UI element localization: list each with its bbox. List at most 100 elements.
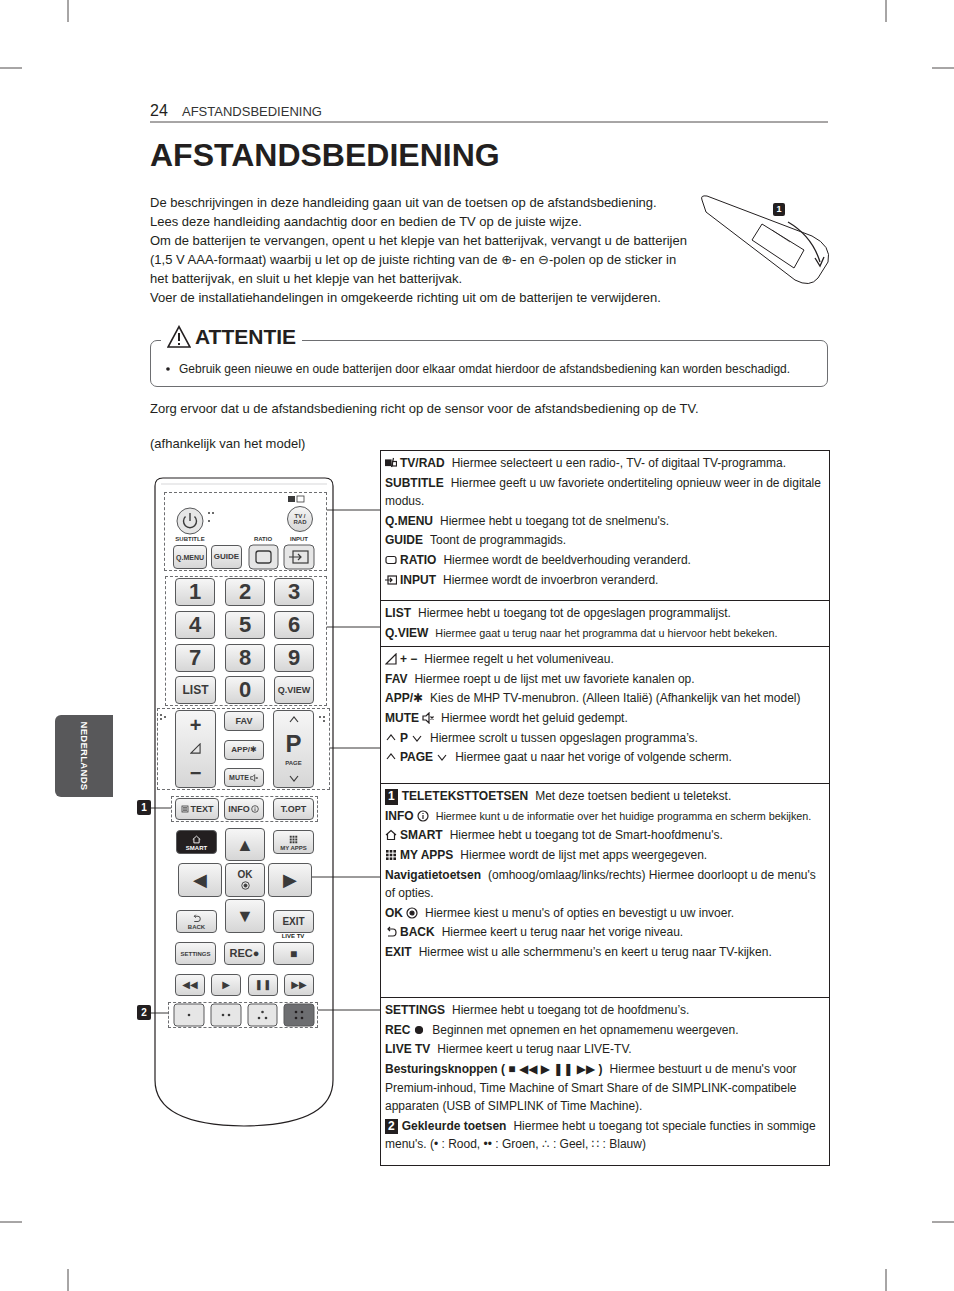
key-name: EXIT — [385, 945, 412, 959]
key-description: Toont de programmagids. — [430, 533, 566, 547]
button-label: TEXT — [190, 805, 213, 814]
key-description: Hiermee keert u terug naar het vorige ni… — [442, 925, 683, 939]
button-label: OK — [238, 870, 253, 880]
table-row: INPUTHiermee wordt de invoerbron verande… — [385, 571, 825, 590]
language-tab: NEDERLANDS — [55, 715, 113, 797]
key-name: SMART — [400, 828, 443, 842]
caution-title: ATTENTIE — [195, 324, 296, 349]
remote-button: 1 — [175, 578, 215, 606]
description-table: 1TELETEKSTTOETSENMet deze toetsen bedien… — [380, 783, 830, 998]
icon — [417, 810, 429, 822]
description-table: SETTINGSHiermee hebt u toegang tot de ho… — [380, 997, 830, 1166]
remote-button: ▶▶ — [284, 974, 314, 996]
button-caption: INPUT — [290, 536, 308, 542]
table-row: LIST Hiermee hebt u toegang tot de opgesl… — [385, 604, 825, 623]
remote-button: SETTINGS — [175, 942, 216, 965]
button-label: 6 — [288, 614, 300, 636]
table-row: MY APPSHiermee wordt de lijst met apps w… — [385, 846, 825, 865]
callout-text: 1 — [776, 205, 781, 214]
button-caption: RATIO — [254, 536, 272, 542]
remote-button: Q.VIEW — [274, 676, 314, 704]
page-label: 24 — [150, 101, 168, 120]
button-label: ▶ — [222, 980, 230, 990]
key-name: P — [400, 731, 408, 745]
key-description: Hiermee hebt u toegang tot de Smart-hoof… — [450, 828, 723, 842]
button-label: 7 — [189, 647, 201, 669]
key-description: Hiermee wordt de beeldverhouding verande… — [443, 553, 690, 567]
table-row: + −Hiermee regelt u het volumeniveau. — [385, 650, 825, 669]
caution-body: Gebruik geen nieuwe en oude batterijen d… — [163, 362, 790, 376]
key-description: Hiermee wordt het geluid gedempt. — [441, 711, 628, 725]
button-label: − — [190, 763, 202, 783]
key-name: TELETEKSTTOETSEN — [402, 789, 528, 803]
button-group: 123456789LIST0Q.VIEW — [165, 576, 327, 706]
remote-body — [155, 478, 333, 1126]
key-description: Hiermee wordt de invoerbron veranderd. — [443, 573, 658, 587]
intro-text: De beschrijvingen in deze handleiding ga… — [150, 193, 695, 307]
intro-paragraph: De beschrijvingen in deze handleiding ga… — [150, 193, 695, 212]
remote-button: BACK — [176, 910, 217, 933]
remote-button: PPAGE — [273, 710, 314, 788]
key-name: SUBTITLE — [385, 476, 444, 490]
button-label: SMART — [186, 845, 207, 851]
key-name: + − — [400, 652, 417, 666]
input-button — [284, 545, 314, 569]
key-description: Hiermee selecteert u een radio-, TV- of … — [452, 456, 786, 470]
icon — [436, 751, 448, 763]
description-table: + −Hiermee regelt u het volumeniveau.FAV… — [380, 646, 830, 784]
button-label: BACK — [188, 924, 205, 930]
key-name: RATIO — [400, 553, 436, 567]
key-description: Hiermee roept u de lijst met uw favoriet… — [414, 672, 694, 686]
icon — [250, 774, 258, 782]
table-row: EXIT Hiermee wist u alle schermmenu’s en … — [385, 943, 825, 962]
remote-button: ▶ — [211, 974, 241, 996]
remote-button: ◀◀ — [175, 974, 205, 996]
key-name: BACK — [400, 925, 435, 939]
callout-text: 1 — [141, 803, 147, 813]
icon — [163, 364, 173, 374]
button-label: 3 — [288, 581, 300, 603]
remote-button: ■ — [273, 942, 314, 965]
key-description: Hiermee hebt u toegang tot de opgeslagen… — [418, 606, 731, 620]
ratio-button — [249, 545, 278, 569]
key-description: Hiermee kiest u menu's of opties en beve… — [425, 906, 734, 920]
key-name: Besturingsknoppen ( ■ ◀◀ ▶ ❚❚ ▶▶ ) — [385, 1062, 603, 1076]
remote-button: ◀ — [178, 863, 222, 897]
leader-line — [327, 627, 380, 628]
intro-paragraph: Lees deze handleiding aandachtig door en… — [150, 212, 695, 231]
button-group: TV / RADQ.MENUGUIDESUBTITLERATIOINPUT — [164, 492, 327, 571]
key-description: Hiermee wordt de lijst met apps weergege… — [460, 848, 707, 862]
button-group: TEXTINFOT.OPT — [171, 796, 318, 822]
key-description: Hiermee wist u alle schermmenu’s en keer… — [419, 945, 772, 959]
remote-button: EXIT — [273, 910, 314, 933]
page-title: AFSTANDSBEDIENING — [150, 136, 500, 174]
icon — [241, 881, 250, 890]
icon — [413, 1024, 425, 1036]
icon — [288, 772, 300, 784]
key-name: TV/RAD — [400, 456, 445, 470]
key-name: Q.MENU — [385, 514, 433, 528]
icon — [192, 914, 201, 923]
remote-button: 8 — [225, 644, 265, 672]
callout-number: 1 — [137, 800, 151, 815]
table-row: FAVHiermee roept u de lijst met uw favor… — [385, 670, 825, 689]
table-row: GUIDEToont de programmagids. — [385, 531, 825, 550]
key-name: SETTINGS — [385, 1003, 445, 1017]
button-label: 1 — [189, 581, 201, 603]
icon — [167, 325, 191, 349]
table-row: SETTINGSHiermee hebt u toegang tot de ho… — [385, 1001, 825, 1020]
key-name: LIST — [385, 606, 411, 620]
remote-button: 6 — [274, 611, 314, 639]
remote-button: OK — [225, 863, 265, 897]
remote-button: 5 — [225, 611, 265, 639]
remote-button: REC● — [224, 942, 265, 965]
icon — [288, 714, 300, 726]
table-row: OKHiermee kiest u menu's of opties en be… — [385, 904, 825, 923]
key-name: Q.VIEW — [385, 626, 428, 640]
icon — [385, 849, 397, 861]
power-button — [177, 508, 214, 534]
button-label: ◀ — [193, 871, 207, 889]
intro-paragraph: Voer de installatiehandelingen in omgeke… — [150, 288, 695, 307]
table-row: MUTEHiermee wordt het geluid gedempt. — [385, 709, 825, 728]
